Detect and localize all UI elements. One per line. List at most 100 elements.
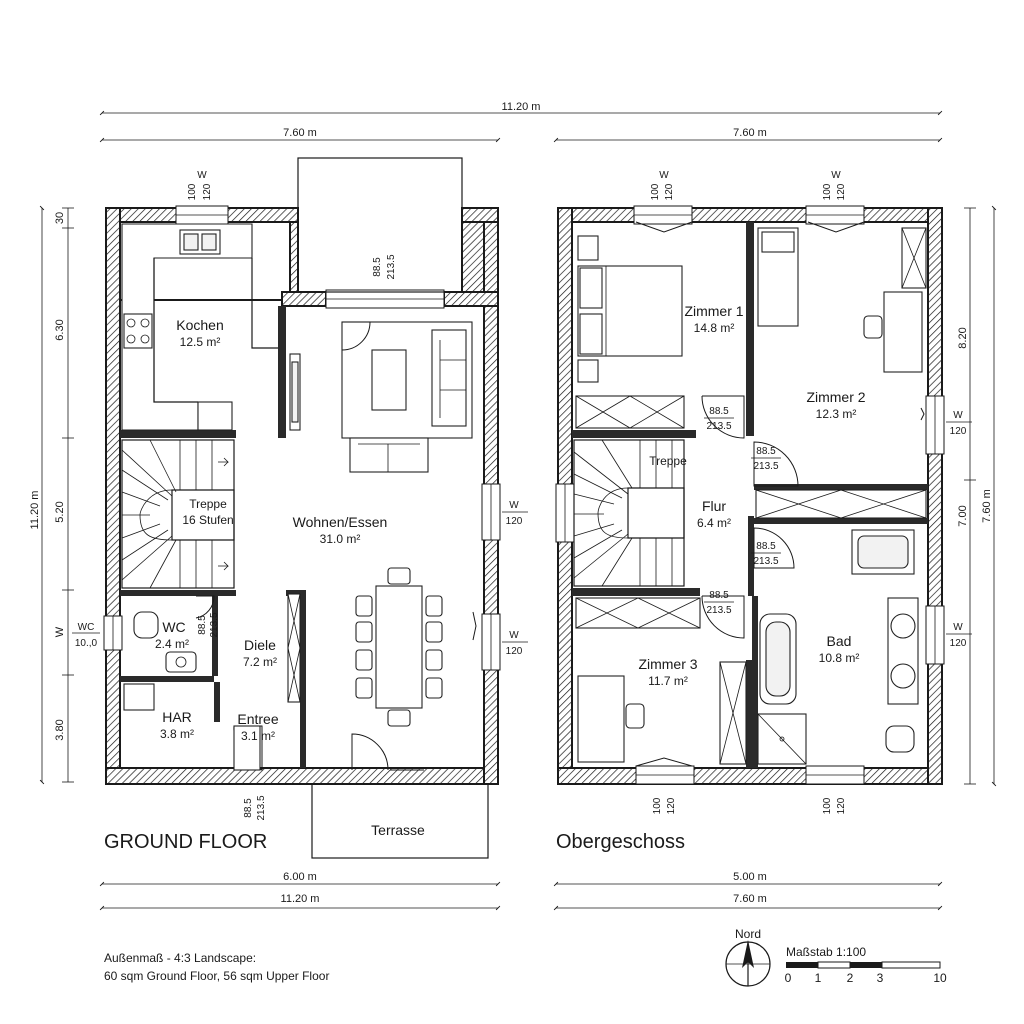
opening-label: W (509, 500, 519, 511)
scale-bar: Maßstab 1:100 0 1 2 3 10 (785, 945, 947, 985)
note-line-1: Außenmaß - 4:3 Landscape: (104, 951, 256, 965)
ground-room-labels: Kochen 12.5 m² Treppe 16 Stufen Wohnen/E… (155, 317, 425, 838)
opening-label: W (509, 630, 519, 641)
upper-opening-labels: W 100 120 W 100 120 88.5 213.5 88.5 213.… (650, 170, 972, 814)
dim-right-a: 8.20 (957, 327, 969, 348)
room-area: 7.2 m² (243, 655, 277, 669)
room-name: Wohnen/Essen (293, 514, 388, 530)
ground-staircase (121, 439, 235, 589)
scale-tick: 3 (877, 971, 884, 985)
note-line-2: 60 sqm Ground Floor, 56 sqm Upper Floor (104, 969, 329, 983)
dim-upper-bottom-total: 7.60 m (733, 893, 767, 905)
room-name: Treppe (649, 454, 687, 468)
diele-wardrobe (287, 593, 301, 703)
ground-doors (195, 321, 477, 771)
room-name: WC (162, 619, 185, 635)
opening-label: 88.5 (197, 615, 208, 635)
upper-right-dimensions: 8.20 7.00 7.60 m (957, 205, 997, 787)
dim-left-1: 30 (54, 212, 66, 224)
opening-label: 88.5 (756, 541, 776, 552)
dim-total-top: 11.20 m (502, 101, 541, 113)
opening-label: 120 (950, 638, 967, 649)
opening-label: 213.5 (706, 421, 731, 432)
north-arrow: Nord (725, 927, 771, 987)
room-name: Terrasse (371, 822, 425, 838)
bathroom-fixtures (757, 529, 919, 765)
living-furniture (289, 321, 473, 473)
opening-label: 120 (506, 516, 523, 527)
dim-upper-bottom-inner: 5.00 m (733, 871, 767, 883)
opening-label: 100 (822, 183, 833, 200)
opening-label: 88.5 (243, 798, 254, 818)
dim-ground-bottom-inner: 6.00 m (283, 871, 317, 883)
opening-label: 120 (506, 646, 523, 657)
room-name: HAR (162, 709, 192, 725)
opening-label: 213.5 (753, 461, 778, 472)
upper-staircase (573, 439, 685, 587)
dim-upper-top: 7.60 m (733, 127, 767, 139)
opening-label: 120 (836, 797, 847, 814)
opening-label: 213.5 (386, 254, 397, 279)
room-name: Bad (827, 633, 852, 649)
plan-notes: Außenmaß - 4:3 Landscape: 60 sqm Ground … (104, 951, 329, 983)
dim-left-3: 5.20 (54, 501, 66, 522)
dim-right-total: 7.60 m (981, 489, 993, 523)
upper-floor-plan: Zimmer 1 14.8 m² Zimmer 2 12.3 m² Treppe… (553, 170, 997, 911)
top-dimensions: 11.20 m 7.60 m 7.60 m (99, 101, 943, 143)
ground-interior-walls (120, 306, 306, 768)
opening-label: 120 (836, 183, 847, 200)
upper-floor-title: Obergeschoss (556, 831, 685, 853)
ground-bottom-dimensions: 6.00 m 11.20 m (99, 871, 501, 911)
opening-label: 100 (187, 183, 198, 200)
opening-label: 213.5 (209, 612, 220, 637)
opening-label: W (953, 410, 963, 421)
room-area: 31.0 m² (320, 532, 361, 546)
scale-tick: 1 (815, 971, 822, 985)
opening-label: 213.5 (256, 795, 267, 820)
room-name: Entree (237, 711, 278, 727)
opening-label: WC (78, 622, 95, 633)
dim-left-4: W (54, 626, 66, 637)
ground-windows (103, 205, 501, 671)
opening-label: 88.5 (709, 406, 729, 417)
opening-label: 213.5 (706, 605, 731, 616)
upper-interior-walls (572, 222, 928, 768)
dim-left-5: 3.80 (54, 719, 66, 740)
opening-label: 100 (650, 183, 661, 200)
room-area: 3.8 m² (160, 727, 194, 741)
room-area: 12.5 m² (180, 335, 221, 349)
room-area: 14.8 m² (694, 321, 735, 335)
room-area: 3.1 m² (241, 729, 275, 743)
opening-label: W (659, 170, 669, 181)
room-area: 11.7 m² (648, 674, 688, 688)
zimmer1-furniture (575, 235, 685, 429)
har-cabinet (123, 683, 155, 711)
dim-left-2: 6.30 (54, 319, 66, 340)
zimmer3-furniture (575, 597, 747, 765)
opening-label: W (197, 170, 207, 181)
north-label: Nord (735, 927, 761, 941)
upper-bottom-dimensions: 5.00 m 7.60 m (553, 871, 943, 911)
scale-label: Maßstab 1:100 (786, 945, 866, 959)
upper-wardrobe (755, 489, 927, 519)
opening-label: 120 (666, 797, 677, 814)
room-name: Diele (244, 637, 276, 653)
room-area: 6.4 m² (697, 516, 731, 530)
opening-label: 88.5 (372, 257, 383, 277)
room-name: Zimmer 2 (806, 389, 865, 405)
upper-room-labels: Zimmer 1 14.8 m² Zimmer 2 12.3 m² Treppe… (638, 303, 865, 688)
room-name: Zimmer 1 (684, 303, 743, 319)
opening-label: W (831, 170, 841, 181)
opening-label: 120 (202, 183, 213, 200)
dim-ground-top: 7.60 m (283, 127, 317, 139)
opening-label: W (953, 622, 963, 633)
ground-left-dimensions: 11.20 m 30 6.30 5.20 W 3.80 (29, 205, 74, 785)
room-name: Zimmer 3 (638, 656, 697, 672)
room-name: Flur (702, 498, 726, 514)
terrace-outline (311, 783, 489, 859)
scale-tick: 2 (847, 971, 854, 985)
opening-label: 100 (822, 797, 833, 814)
kitchen-furniture (121, 223, 278, 431)
wc-fixtures (133, 611, 197, 673)
dim-left-total: 11.20 m (29, 491, 41, 530)
